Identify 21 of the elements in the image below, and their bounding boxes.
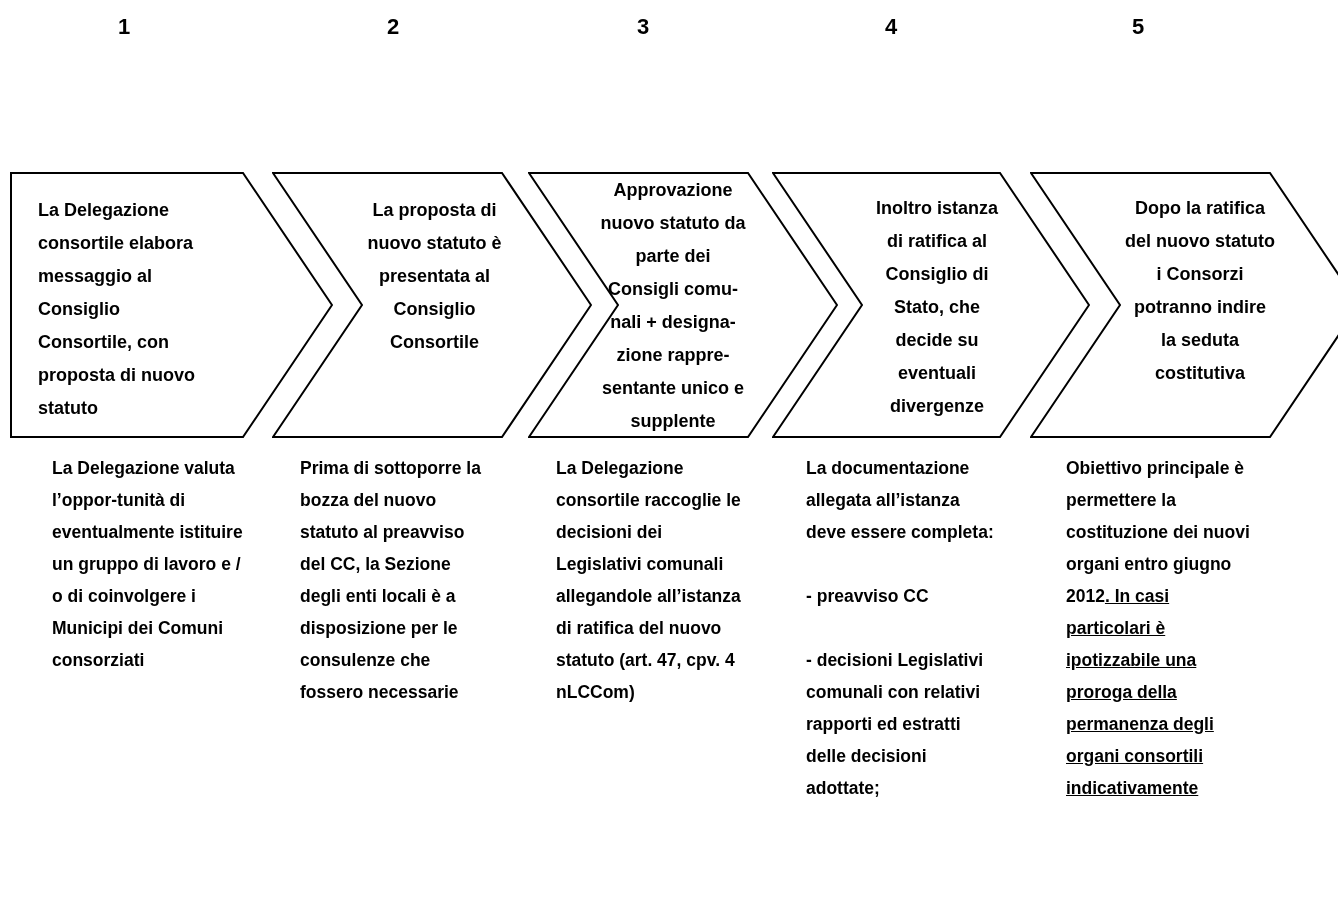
chevron-step [1030, 172, 1338, 438]
step-description: La Delegazione valuta l’oppor-tunità di eventualmente istituire un gruppo di lavoro e / o di coinvolgere i Municipi dei Comuni consorziati [52, 457, 244, 672]
step-number: 5 [1132, 14, 1145, 40]
step-number: 1 [118, 14, 131, 40]
step-text: La proposta di nuovo statuto è presentata al Consiglio Consortile [367, 199, 502, 354]
step-text: La Delegazione consortile elabora messaggio al Consiglio Consortile, con proposta di nuovo statuto [38, 199, 196, 420]
chevron-step [772, 172, 1090, 438]
step-text: Dopo la ratifica del nuovo statuto i Consorzi potranno indire la seduta costitutiva [1125, 197, 1275, 385]
step-description: Prima di sottoporre la bozza del nuovo statuto al preavviso del CC, la Sezione degli enti locali è a disposizione per le consulenze che fossero necessarie [300, 457, 482, 704]
step-text: Approvazione nuovo statuto da parte dei Consigli comu-nali + designa-zione rappre-sentante unico e supplente [599, 179, 747, 433]
step-number: 2 [387, 14, 400, 40]
step-number: 4 [885, 14, 898, 40]
step-description: La documentazione allegata all’istanza deve essere completa: [806, 457, 995, 544]
step-description: Obiettivo principale è permettere la costituzione dei nuovi organi entro giugno 2012. In casi particolari è ipotizzabile una proroga della permanenza degli organi consortili indicativamente [1066, 457, 1251, 800]
step-description: - decisioni Legislativi comunali con relativi rapporti ed estratti delle decisioni adottate; [806, 649, 984, 800]
chevron-step [272, 172, 592, 438]
chevron-step [10, 172, 333, 438]
step-text: Inoltro istanza di ratifica al Consiglio di Stato, che decide su eventuali divergenze [875, 197, 999, 418]
step-description: La Delegazione consortile raccoglie le decisioni dei Legislativi comunali allegandole all’istanza di ratifica del nuovo statuto (art. 47, cpv. 4 nLCCom) [556, 457, 742, 704]
step-number: 3 [637, 14, 650, 40]
step-description: - preavviso CC [806, 585, 930, 608]
